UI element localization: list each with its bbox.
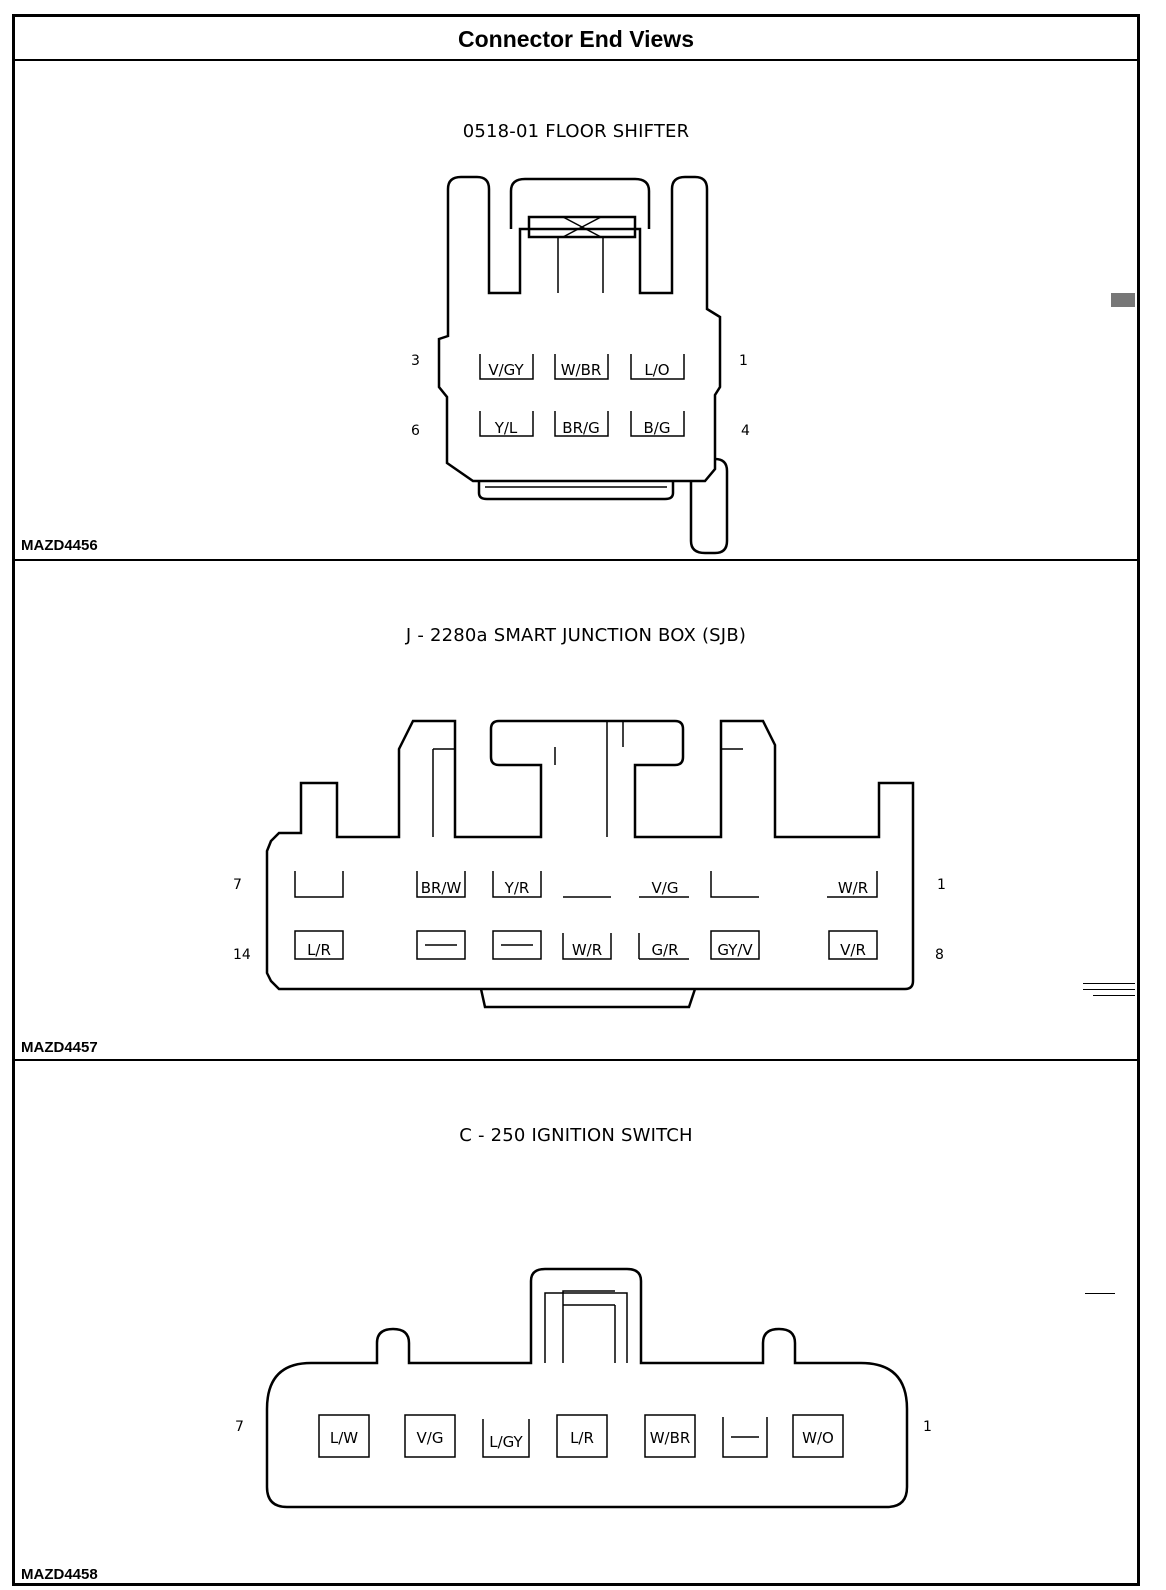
ignition-switch-drawing: L/W V/G L/GY L/R W/BR W/O 7 1 bbox=[235, 1267, 932, 1509]
connector-smart-junction-box: J - 2280a SMART JUNCTION BOX (SJB) bbox=[15, 561, 1137, 1059]
cell-label: L/R bbox=[307, 941, 331, 959]
section-divider bbox=[15, 559, 1137, 561]
pin-number: 6 bbox=[411, 423, 420, 439]
cell-label: V/R bbox=[840, 941, 866, 959]
cell-label: L/GY bbox=[489, 1433, 523, 1451]
floor-shifter-drawing: V/GY W/BR L/O Y/L BR/G B/G 3 1 6 4 bbox=[411, 175, 750, 555]
cell-label: W/BR bbox=[561, 361, 602, 379]
pin-number: 1 bbox=[739, 353, 748, 369]
connector-housing bbox=[437, 175, 722, 483]
page-title: Connector End Views bbox=[457, 26, 694, 52]
margin-mark bbox=[1093, 995, 1135, 996]
diagram-code: MAZD4457 bbox=[21, 1039, 98, 1056]
cell-label: Y/L bbox=[494, 419, 518, 437]
margin-mark bbox=[1083, 989, 1135, 990]
connector-housing bbox=[265, 1267, 909, 1509]
connector-housing bbox=[265, 719, 915, 991]
cell-label: BR/W bbox=[421, 879, 462, 897]
pin-number: 14 bbox=[233, 947, 251, 963]
pin-number: 8 bbox=[935, 947, 944, 963]
margin-mark bbox=[1083, 983, 1135, 984]
section-divider bbox=[15, 1059, 1137, 1061]
connector-floor-shifter: 0518-01 FLOOR SHIFTER bbox=[15, 61, 1137, 559]
junction-box-drawing: BR/W Y/R V/G W/R L/R W/R G/R GY/V V/R 7 … bbox=[233, 719, 946, 1009]
cell-label: W/O bbox=[802, 1429, 834, 1447]
cell-label: Y/R bbox=[504, 879, 530, 897]
cell-label: L/W bbox=[330, 1429, 358, 1447]
cell-label: W/R bbox=[572, 941, 602, 959]
pin-number: 7 bbox=[233, 877, 242, 893]
pin-number: 4 bbox=[741, 423, 750, 439]
margin-mark bbox=[1085, 1293, 1115, 1294]
cell-label: B/G bbox=[644, 419, 671, 437]
side-lock bbox=[689, 457, 729, 555]
pin-number: 7 bbox=[235, 1419, 244, 1435]
pin-number: 1 bbox=[937, 877, 946, 893]
bottom-rail bbox=[477, 481, 675, 501]
key-slot bbox=[544, 1292, 628, 1363]
margin-mark bbox=[1111, 293, 1135, 307]
connector-title: 0518-01 FLOOR SHIFTER bbox=[462, 121, 690, 142]
page-header: Connector End Views bbox=[15, 17, 1137, 61]
cell-label: L/R bbox=[570, 1429, 594, 1447]
cell-label: V/G bbox=[652, 879, 679, 897]
cell-label: GY/V bbox=[717, 941, 753, 959]
pin-number: 3 bbox=[411, 353, 420, 369]
latch-bar bbox=[527, 215, 637, 239]
diagram-code: MAZD4456 bbox=[21, 537, 98, 554]
connector-title: C - 250 IGNITION SWITCH bbox=[459, 1125, 693, 1146]
connector-title: J - 2280a SMART JUNCTION BOX (SJB) bbox=[405, 625, 747, 646]
bottom-rail bbox=[479, 988, 697, 1009]
cell-label: G/R bbox=[651, 941, 678, 959]
cell-label: BR/G bbox=[562, 419, 599, 437]
latch-cross bbox=[562, 216, 602, 238]
cell-label: W/R bbox=[838, 879, 868, 897]
latch-tab bbox=[509, 177, 651, 229]
pin-number: 1 bbox=[923, 1419, 932, 1435]
diagram-code: MAZD4458 bbox=[21, 1566, 98, 1583]
cell-label: V/G bbox=[417, 1429, 444, 1447]
page-frame: Connector End Views 0518-01 FLOOR SHIFTE… bbox=[12, 14, 1140, 1586]
cell-label: V/GY bbox=[488, 361, 524, 379]
cell-label: L/O bbox=[644, 361, 669, 379]
connector-ignition-switch: C - 250 IGNITION SWITCH L/W V/G bbox=[15, 1061, 1137, 1586]
cell-label: W/BR bbox=[650, 1429, 691, 1447]
